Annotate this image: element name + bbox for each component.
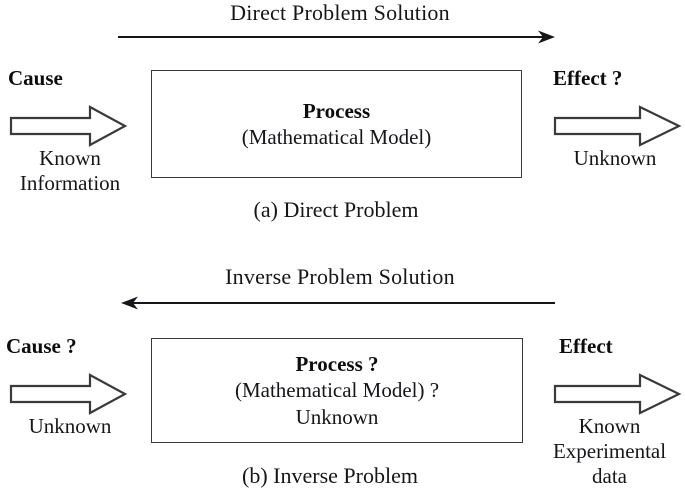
direct-flow-arrow — [118, 26, 558, 48]
inverse-solution-title: Inverse Problem Solution — [225, 264, 455, 289]
inverse-right-sublines: Known Experimental data — [534, 414, 685, 489]
inverse-left-subline-1: Unknown — [28, 414, 112, 438]
direct-problem-caption: (a) Direct Problem — [253, 197, 419, 222]
direct-left-subline-2: Information — [19, 171, 121, 195]
direct-process-title: Process — [302, 98, 371, 123]
inverse-process-box: Process ? (Mathematical Model) ? Unknown — [151, 338, 523, 443]
direct-right-block-arrow — [552, 104, 682, 148]
inverse-right-subline-2: Experimental — [552, 439, 667, 463]
inverse-process-subline-2: Unknown — [295, 404, 379, 429]
inverse-process-subline-1: (Mathematical Model) ? — [234, 377, 440, 402]
block-arrow-right-icon — [9, 105, 128, 147]
direct-process-box: Process (Mathematical Model) — [151, 70, 522, 178]
inverse-flow-arrow — [118, 292, 558, 314]
direct-effect-label: Effect ? — [553, 66, 623, 90]
direct-right-subline-1: Unknown — [573, 146, 657, 170]
inverse-cause-label: Cause ? — [6, 334, 77, 358]
inverse-right-subline-1: Known — [578, 414, 641, 438]
direct-left-block-arrow — [8, 104, 128, 148]
direct-cause-label: Cause — [8, 66, 63, 90]
direct-solution-title: Direct Problem Solution — [230, 0, 450, 25]
inverse-left-block-arrow — [8, 372, 128, 416]
inverse-left-sublines: Unknown — [0, 414, 140, 439]
direct-right-sublines: Unknown — [545, 146, 685, 171]
inverse-process-title: Process ? — [295, 351, 379, 376]
block-arrow-right-icon — [553, 105, 682, 147]
inverse-effect-label: Effect — [559, 334, 613, 358]
block-arrow-right-icon — [553, 373, 682, 415]
direct-process-subline-1: (Mathematical Model) — [241, 124, 432, 149]
arrow-right-icon — [118, 30, 555, 44]
inverse-right-subline-3: data — [592, 464, 627, 488]
inverse-problem-caption: (b) Inverse Problem — [242, 463, 418, 488]
inverse-right-block-arrow — [552, 372, 682, 416]
direct-left-sublines: Known Information — [0, 146, 140, 196]
direct-left-subline-1: Known — [39, 146, 101, 170]
arrow-left-icon — [121, 296, 555, 310]
block-arrow-right-icon — [9, 373, 128, 415]
